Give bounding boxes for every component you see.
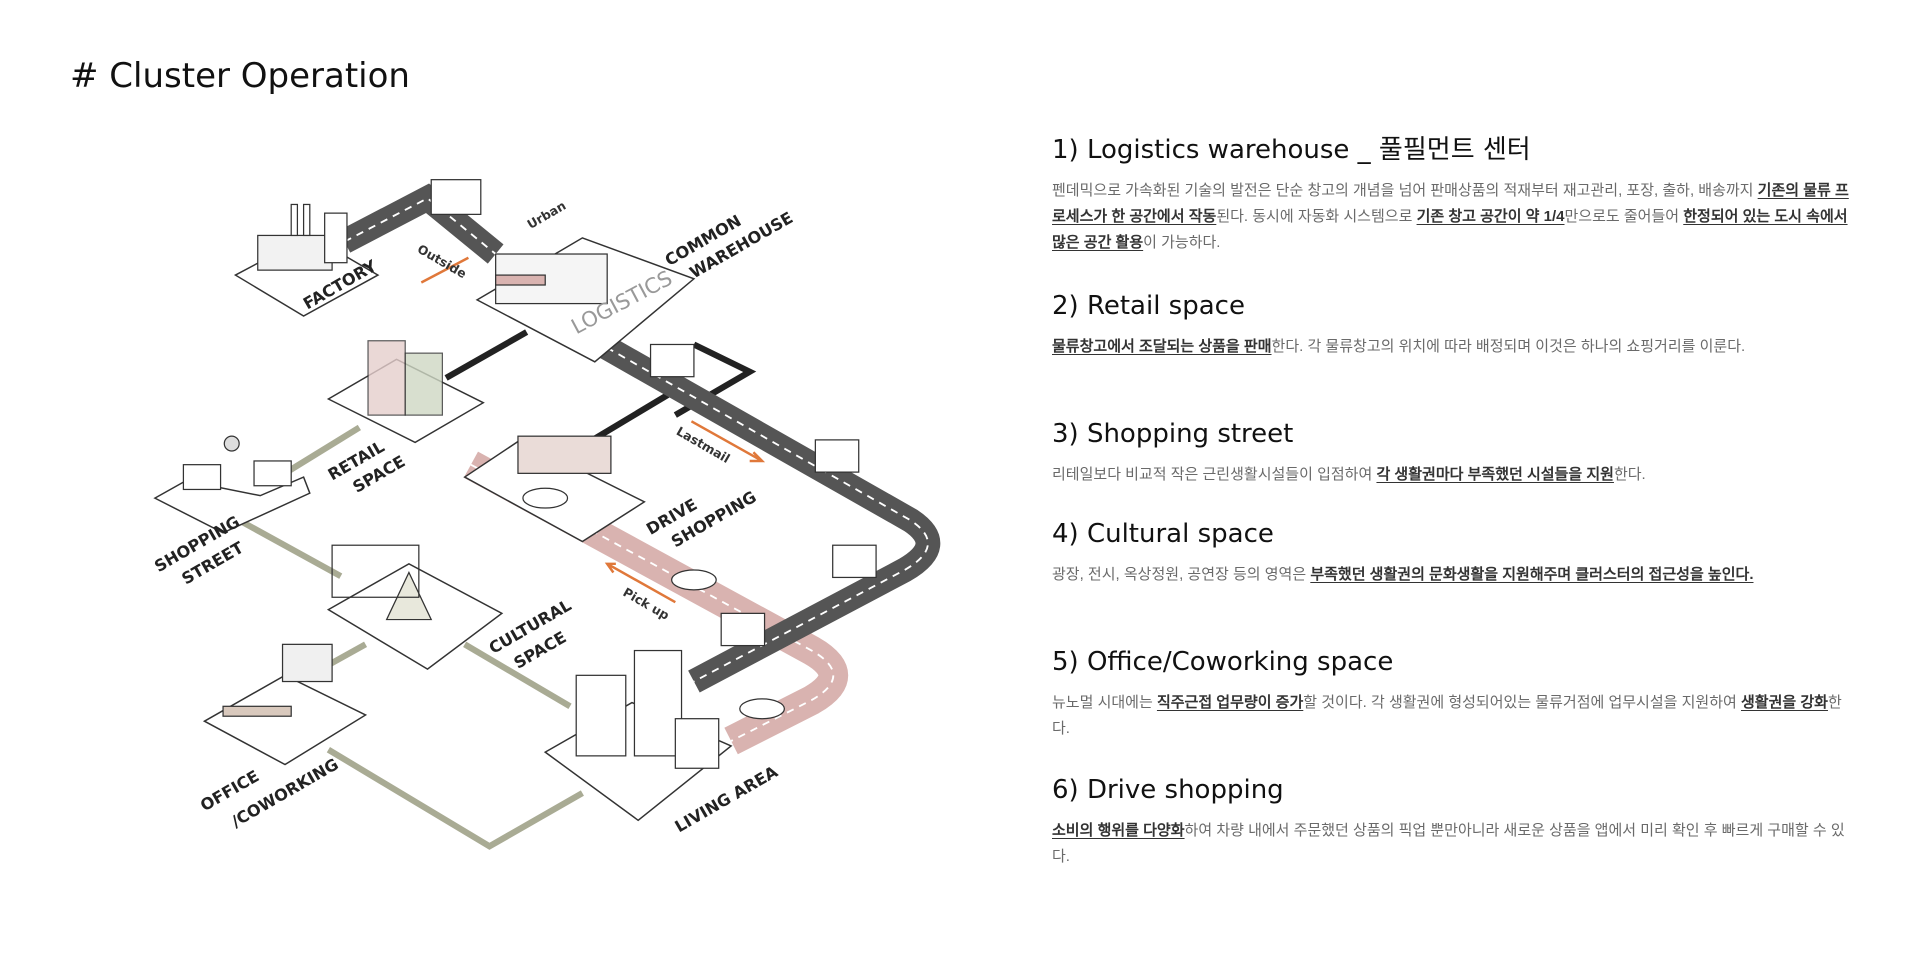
text: 하여 차량 내에서 주문했던 상품의 픽업 뿐만아니라 새로운 상품을 앱에서 …	[1052, 822, 1845, 865]
section-logistics: 1) Logistics warehouse _ 풀필먼트 센터 펜데믹으로 가…	[1052, 134, 1852, 256]
office-desk	[222, 705, 292, 717]
text: 한다. 각 물류창고의 위치에 따라 배정되며 이것은 하나의 쇼핑거리를 이룬…	[1271, 338, 1746, 355]
text: 이 가능하다.	[1143, 234, 1221, 251]
text: 뉴노멀 시대에는	[1052, 694, 1157, 711]
path-shopping-retail	[277, 424, 361, 480]
text: 리테일보다 비교적 작은 근린생활시설들이 입점하여	[1052, 466, 1377, 483]
drive-shop-building	[517, 435, 612, 474]
section-body: 뉴노멀 시대에는 직주근접 업무량이 증가할 것이다. 각 생활권에 형성되어있…	[1052, 690, 1852, 742]
section-cultural: 4) Cultural space 광장, 전시, 옥상정원, 공연장 등의 영…	[1052, 518, 1852, 588]
path-cultural-living	[463, 641, 572, 709]
section-office: 5) Office/Coworking space 뉴노멀 시대에는 직주근접 …	[1052, 646, 1852, 742]
section-retail: 2) Retail space 물류창고에서 조달되는 상품을 판매한다. 각 …	[1052, 290, 1852, 360]
cultural-tent	[385, 571, 433, 621]
retail-wall	[404, 352, 443, 416]
cluster-diagram: FACTORY Outside Urban COMMON WAREHOUSE L…	[151, 179, 941, 850]
office-platform	[202, 674, 368, 766]
outside-arrow	[420, 256, 469, 284]
factory-tower	[324, 212, 348, 264]
car-icon	[522, 487, 569, 509]
text: 할 것이다. 각 생활권에 형성되어있는 물류거점에 업무시설을 지원하여	[1303, 694, 1741, 711]
emphasis: 생활권을 강화	[1741, 694, 1828, 711]
path-office-living	[326, 747, 584, 850]
cultural-wall	[331, 544, 420, 598]
connector-logistics-retail	[444, 329, 529, 381]
emphasis: 기존의 물류 프로세스가 한 공간에서 작동	[1052, 182, 1849, 225]
retail-wall	[367, 340, 406, 416]
shopping-tree	[223, 435, 240, 452]
section-body: 소비의 행위를 다양화하여 차량 내에서 주문했던 상품의 픽업 뿐만아니라 새…	[1052, 818, 1852, 870]
section-heading: 5) Office/Coworking space	[1052, 647, 1394, 677]
emphasis: 직주근접 업무량이 증가	[1156, 694, 1304, 711]
emphasis: 한정되어 있는 도시 속에서 많은 공간 활용	[1052, 208, 1848, 251]
factory-chimney	[302, 203, 311, 237]
truck-icon	[720, 612, 766, 647]
section-drive-shopping: 6) Drive shopping 소비의 행위를 다양화하여 차량 내에서 주…	[1052, 774, 1852, 870]
label-coworking: /COWORKING	[228, 755, 342, 832]
section-heading: 3) Shopping street	[1052, 419, 1294, 449]
label-pickup: Pick up	[621, 584, 673, 622]
drive-road-centerline	[470, 463, 835, 742]
truck-icon	[649, 343, 695, 378]
shopping-kiosk	[182, 464, 222, 491]
section-heading: 1) Logistics warehouse _ 풀필먼트 센터	[1052, 135, 1531, 165]
page-title: # Cluster Operation	[70, 56, 410, 96]
section-heading: 2) Retail space	[1052, 291, 1245, 321]
factory-building	[257, 234, 333, 271]
shopping-kiosk	[253, 460, 292, 487]
lastmail-arrow	[690, 420, 766, 463]
truck-icon	[814, 439, 860, 473]
living-building	[575, 674, 627, 757]
label-lastmail: Lastmail	[674, 423, 733, 466]
car-icon	[739, 698, 785, 720]
living-building	[674, 718, 720, 769]
emphasis: 기존 창고 공간이 약 1/4	[1416, 208, 1565, 225]
car-icon	[671, 569, 717, 591]
label-urban: Urban	[524, 198, 568, 232]
text: 만으로도 줄어들어	[1564, 208, 1684, 225]
main-road-centerline	[344, 197, 929, 683]
emphasis: 물류창고에서 조달되는 상품을 판매	[1052, 338, 1272, 355]
emphasis: 소비의 행위를 다양화	[1052, 822, 1185, 839]
section-heading: 4) Cultural space	[1052, 519, 1274, 549]
truck-icon	[430, 179, 482, 215]
living-building	[633, 649, 683, 757]
office-building	[281, 643, 333, 683]
emphasis: 각 생활권마다 부족했던 시설들을 지원	[1376, 466, 1614, 483]
text: 펜데믹으로 가속화된 기술의 발전은 단순 창고의 개념을 넘어 판매상품의 적…	[1052, 182, 1758, 199]
section-heading: 6) Drive shopping	[1052, 775, 1284, 805]
section-shopping-street: 3) Shopping street 리테일보다 비교적 작은 근린생활시설들이…	[1052, 418, 1852, 488]
section-body: 광장, 전시, 옥상정원, 공연장 등의 영역은 부족했던 생활권의 문화생활을…	[1052, 562, 1852, 588]
text: 한다.	[1613, 466, 1646, 483]
section-body: 리테일보다 비교적 작은 근린생활시설들이 입점하여 각 생활권마다 부족했던 …	[1052, 462, 1852, 488]
text: 된다. 동시에 자동화 시스템으로	[1216, 208, 1417, 225]
factory-chimney	[290, 203, 299, 237]
text: 한다.	[1052, 694, 1842, 737]
section-body: 펜데믹으로 가속화된 기술의 발전은 단순 창고의 개념을 넘어 판매상품의 적…	[1052, 178, 1852, 256]
warehouse-accent	[495, 274, 546, 286]
emphasis: 부족했던 생활권의 문화생활을 지원해주며 클러스터의 접근성을 높인다.	[1310, 566, 1754, 583]
text: 광장, 전시, 옥상정원, 공연장 등의 영역은	[1052, 566, 1311, 583]
truck-icon	[832, 544, 877, 579]
section-body: 물류창고에서 조달되는 상품을 판매한다. 각 물류창고의 위치에 따라 배정되…	[1052, 334, 1852, 360]
pickup-arrow	[604, 562, 676, 604]
